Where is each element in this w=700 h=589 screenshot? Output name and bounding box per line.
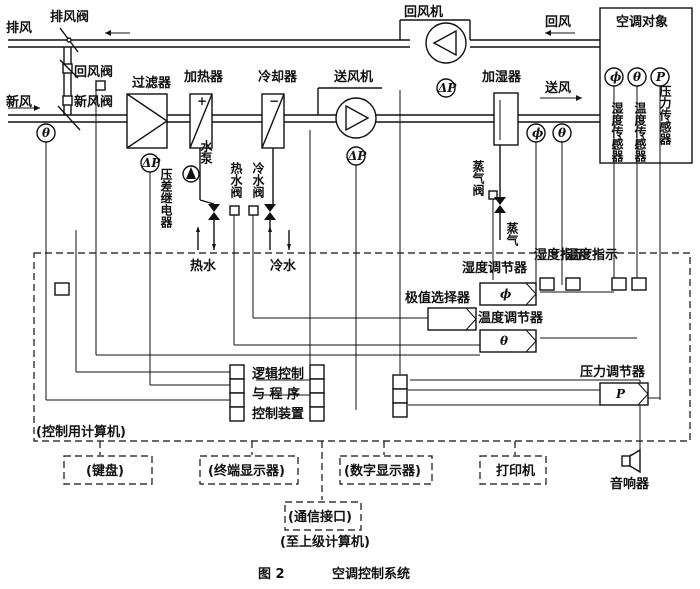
steam-label: 蒸气: [505, 221, 519, 247]
p-controller: P: [615, 387, 626, 401]
pressure-diff-relay-label: 压差继电器: [159, 168, 173, 229]
upper-computer-label: (至上级计算机): [280, 534, 370, 550]
humidifier-unit: [493, 92, 519, 146]
terminal-display-label: (终端显示器): [208, 463, 285, 479]
water-pump-label: 水泵: [199, 139, 213, 165]
keyboard-box[interactable]: [63, 455, 153, 485]
cold-water-valve-label: 冷水阀: [251, 161, 265, 199]
humidity-indicator-label: 湿度指示: [534, 247, 586, 263]
heater-label: 加热器: [183, 69, 224, 85]
sensor-circles: [36, 67, 670, 173]
theta-supply: θ: [558, 126, 566, 140]
delta-p-supply-fan: ΔP: [347, 149, 367, 163]
piping: [196, 145, 501, 250]
theta-fresh: θ: [42, 126, 50, 140]
filter-label: 过滤器: [132, 75, 172, 91]
temperature-sensor-label: 温度传感器: [633, 102, 647, 163]
hot-water-valve-label: 热水阀: [229, 161, 243, 199]
computer-boundary: [33, 252, 691, 442]
logic-control-label-2: 与 程 序: [252, 386, 300, 402]
logic-control-label-3: 控制装置: [252, 406, 304, 422]
steam-valve-label: 蒸气阀: [471, 159, 485, 197]
extreme-selector-box: [427, 307, 477, 331]
digital-display-label: (数字显示器): [344, 463, 421, 479]
logic-control-label-1: 逻辑控制: [252, 366, 304, 382]
signal-wiring: [45, 86, 661, 456]
phi-controller: ϕ: [500, 287, 512, 301]
temperature-controller-label: 温度调节器: [478, 310, 544, 326]
phi-room: ϕ: [610, 70, 622, 84]
supply-fan-label: 送风机: [333, 69, 373, 85]
theta-room: θ: [633, 70, 641, 84]
control-computer-label: (控制用计算机): [36, 424, 126, 440]
exhaust-air-label: 排风: [6, 20, 32, 36]
extreme-selector-label: 极值选择器: [405, 290, 471, 306]
printer-box[interactable]: [479, 455, 547, 485]
cooler-minus: −: [269, 94, 279, 108]
return-fan: [425, 22, 467, 64]
humidity-controller-label: 湿度调节器: [462, 260, 528, 276]
return-fan-label: 回风机: [404, 4, 443, 20]
delta-p-return-fan: ΔP: [437, 81, 457, 95]
speaker-label: 音响器: [610, 476, 650, 492]
pressure-controller-label: 压力调节器: [580, 364, 646, 380]
digital-display-box[interactable]: [339, 455, 433, 485]
exhaust-damper-label: 排风阀: [50, 9, 89, 25]
fresh-damper: [57, 95, 81, 131]
exhaust-damper: [59, 27, 79, 53]
water-pump: [182, 165, 200, 183]
temperature-indicator-label: 温度指示: [566, 247, 618, 263]
peripheral-links: [99, 441, 516, 500]
printer-label: 打印机: [496, 463, 535, 479]
logic-io-stacks: [229, 364, 408, 422]
steam-valve: [488, 190, 506, 213]
return-damper-label: 回风阀: [74, 64, 113, 80]
text-labels: 排风 排风阀 回风阀 新风 新风阀 过滤器 加热器 冷却器 送风机 回风机 回风…: [6, 4, 672, 582]
keyboard-label: (键盘): [86, 463, 124, 479]
flow-arrows: [8, 30, 582, 111]
fresh-air-label: 新风: [6, 94, 32, 110]
pressure-sensor-label: 压力传感器: [658, 85, 672, 146]
filter-unit: [126, 93, 168, 149]
damper-actuator: [95, 80, 106, 91]
cold-water-label: 冷水: [270, 258, 297, 274]
return-damper: [59, 59, 79, 79]
hot-water-label: 热水: [190, 258, 217, 274]
return-air-label: 回风: [545, 15, 571, 30]
humidity-sensor-label: 湿度传感器: [610, 101, 624, 163]
comm-interface-box[interactable]: [284, 501, 362, 531]
heater-unit: [189, 93, 213, 149]
phi-supply: ϕ: [532, 126, 544, 140]
terminal-display-box[interactable]: [199, 455, 299, 485]
speaker-icon: [621, 448, 641, 474]
ac-object-label: 空调对象: [616, 14, 668, 30]
theta-controller: θ: [500, 334, 508, 348]
caption-title: 空调控制系统: [332, 566, 410, 582]
p-room: P: [655, 70, 666, 84]
temperature-controller-box: [479, 329, 537, 353]
delta-p-filter: ΔP: [141, 156, 161, 170]
pressure-controller-box: [599, 382, 649, 406]
comm-interface-label: (通信接口): [288, 509, 352, 525]
supply-air-label: 送风: [544, 80, 571, 96]
humidity-controller-box: [479, 282, 537, 306]
supply-fan: [335, 97, 377, 139]
heater-plus: +: [197, 94, 207, 108]
indicator-gauges: [54, 277, 647, 296]
fresh-damper-label: 新风阀: [74, 94, 113, 110]
humidifier-label: 加湿器: [481, 70, 522, 85]
caption-figure-number: 图 2: [258, 567, 285, 582]
cooler-label: 冷却器: [258, 69, 298, 85]
